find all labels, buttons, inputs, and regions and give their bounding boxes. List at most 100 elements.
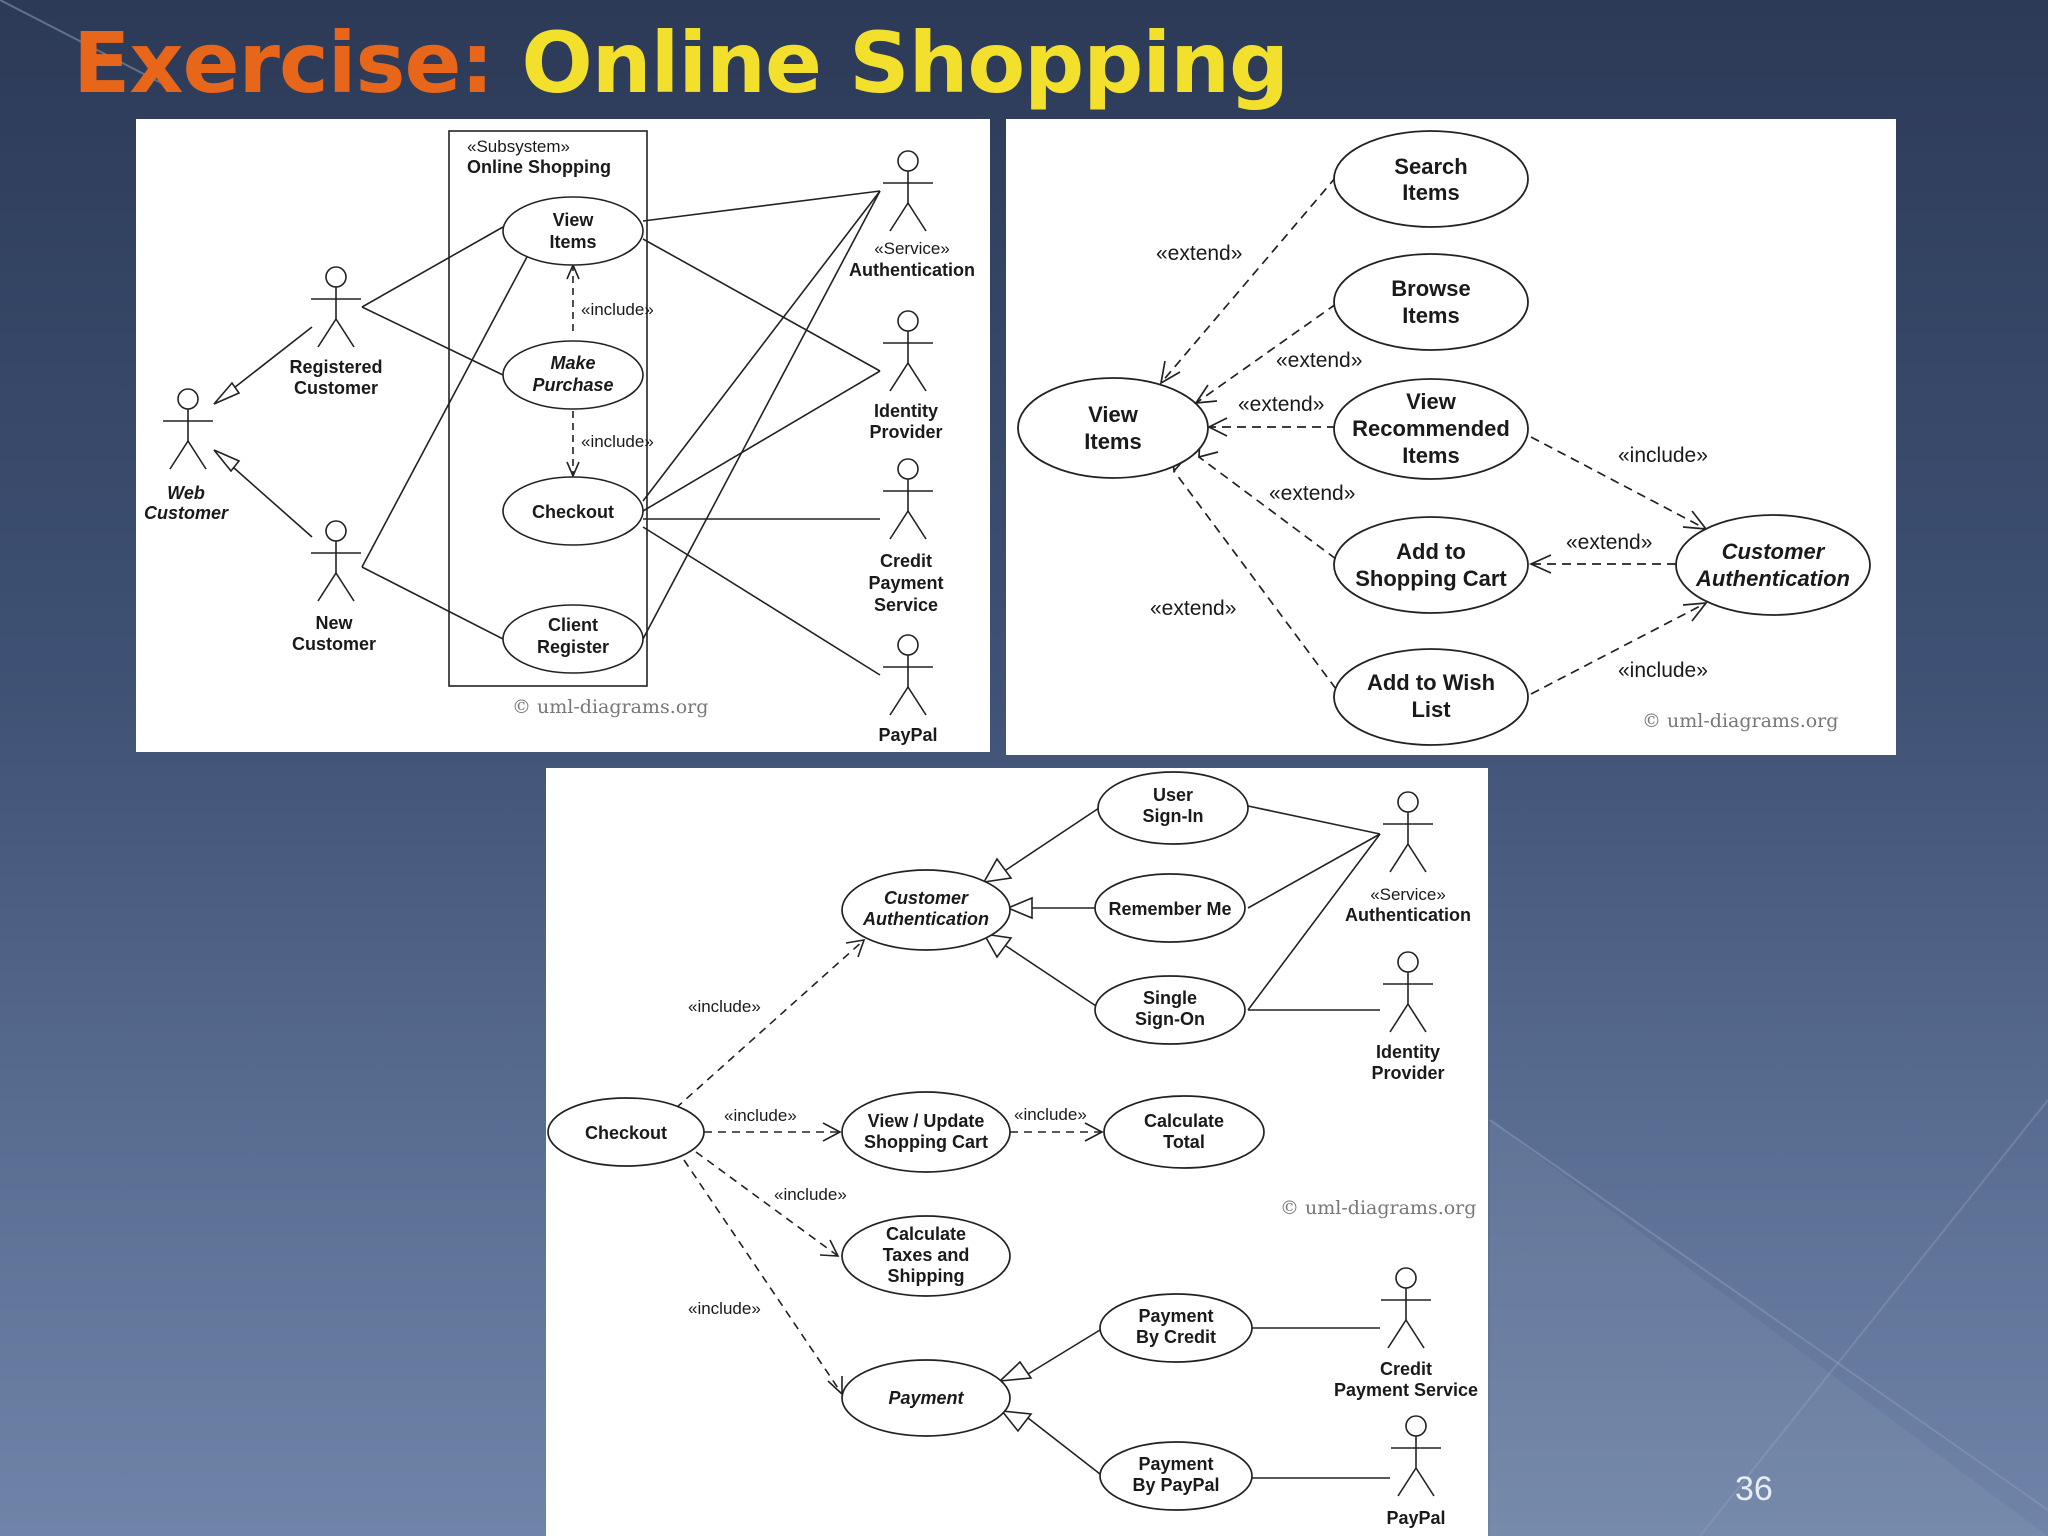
uc-label: Items (1402, 303, 1459, 328)
uc-label: By PayPal (1132, 1475, 1219, 1495)
uc-view-recommended-items (1333, 378, 1529, 480)
extend-label: «extend» (1276, 349, 1362, 372)
uc-label: Customer (884, 888, 969, 908)
actor-identity-provider (883, 310, 933, 392)
uc-label: Sign-In (1143, 806, 1204, 826)
uc-label: Items (1402, 443, 1459, 468)
actor-label: Customer (144, 503, 229, 523)
uc-label: Checkout (585, 1123, 667, 1143)
gen-signin-auth (1005, 807, 1100, 871)
title-online-shopping: Online Shopping (521, 14, 1289, 112)
uc-label: Authentication (1695, 566, 1850, 591)
extend-search-view (1160, 176, 1337, 384)
assoc-reg-make (361, 306, 504, 376)
include-wish-auth (1530, 602, 1707, 695)
actor-label: Authentication (1345, 905, 1471, 925)
actor-label: Credit (1380, 1359, 1432, 1379)
uc-label: Payment (1138, 1306, 1213, 1326)
arrowhead (1159, 360, 1181, 385)
gen-triangle (982, 932, 1013, 959)
extend-wish-view (1173, 470, 1337, 690)
actor-label: Registered (289, 357, 382, 377)
arrowhead (819, 1239, 840, 1257)
uc-payment-by-paypal (1099, 1441, 1253, 1511)
uc-label: Authentication (862, 909, 989, 929)
actor-credit-payment-service (1381, 1267, 1431, 1349)
uc-client-register (502, 604, 644, 674)
actor-authentication (1383, 791, 1433, 873)
uc-label: Register (537, 637, 609, 657)
gen-sso-auth (1005, 945, 1100, 1009)
gen-triangle (997, 1360, 1033, 1383)
include-label: «include» (581, 432, 654, 451)
actor-label: Identity (1376, 1042, 1440, 1062)
page-number: 36 (1735, 1470, 1773, 1508)
arrowhead (1682, 510, 1708, 531)
arrowhead (845, 938, 866, 958)
actor-label: Service (874, 595, 938, 615)
assoc-signin-auth (1247, 805, 1381, 835)
arrowhead (1207, 417, 1228, 437)
actor-identity-provider (1383, 951, 1433, 1033)
include-label: «include» (724, 1106, 797, 1125)
actor-label: Provider (1371, 1063, 1444, 1083)
uc-label: Payment (888, 1388, 964, 1408)
extend-label: «extend» (1238, 393, 1324, 416)
extend-label: «extend» (1566, 531, 1652, 554)
uc-label: Items (1402, 180, 1459, 205)
include-label: «include» (1618, 444, 1708, 467)
uc-add-to-wish-list (1333, 648, 1529, 746)
extend-label: «extend» (1156, 242, 1242, 265)
uc-label: Shopping Cart (1355, 566, 1507, 591)
uc-label: Single (1143, 988, 1197, 1008)
page-title: Exercise: Online Shopping (73, 14, 1289, 112)
uc-label: Search (1394, 154, 1467, 179)
gen-triangle (213, 381, 241, 405)
uc-label: Remember Me (1108, 899, 1231, 919)
copyright: © uml-diagrams.org (1280, 1197, 1476, 1219)
extend-label: «extend» (1269, 482, 1355, 505)
actor-label: Web (167, 483, 205, 503)
title-exercise: Exercise: (73, 14, 494, 112)
actor-label: Payment Service (1334, 1380, 1478, 1400)
assoc-client-auth (642, 190, 881, 640)
actor-label: «Service» (1370, 885, 1446, 904)
uc-remember-me (1094, 873, 1246, 943)
diagram-view-items: Search Items Browse Items View Items Vie… (1006, 119, 1896, 755)
uc-label: Customer (1722, 539, 1826, 564)
uc-label: Shopping Cart (864, 1132, 988, 1152)
include-label: «include» (688, 997, 761, 1016)
gen-triangle (213, 449, 241, 473)
uc-add-to-shopping-cart (1333, 516, 1529, 614)
include-label: «include» (688, 1299, 761, 1318)
uc-label: By Credit (1136, 1327, 1216, 1347)
gen-paypaypal-payment (1027, 1417, 1101, 1475)
actor-authentication (883, 150, 933, 232)
assoc-reg-view (361, 226, 504, 308)
uc-search-items (1333, 130, 1529, 228)
assoc-checkout-paypal (642, 526, 881, 676)
actor-label: New (315, 613, 353, 633)
uc-checkout (547, 1097, 705, 1167)
uc-user-sign-in (1097, 771, 1249, 845)
uc-calculate-total (1103, 1095, 1265, 1169)
subsystem-stereotype: «Subsystem» (467, 137, 570, 156)
uc-customer-authentication (1675, 514, 1871, 616)
actor-registered-customer (311, 266, 361, 348)
actor-new-customer (311, 520, 361, 602)
uc-browse-items (1333, 253, 1529, 351)
arrowhead (1084, 1122, 1104, 1142)
actor-label: PayPal (878, 725, 937, 745)
actor-paypal (883, 634, 933, 716)
include-label: «include» (1618, 659, 1708, 682)
actor-label: Provider (869, 422, 942, 442)
uc-label: Items (549, 232, 596, 252)
actor-web-customer (163, 388, 213, 470)
assoc-view-auth (642, 190, 881, 222)
uc-customer-authentication (841, 869, 1011, 951)
assoc-new-client (361, 566, 504, 640)
uc-label: Calculate (1144, 1111, 1224, 1131)
include-checkout-payment (683, 1159, 843, 1395)
gen-paycredit-payment (1027, 1329, 1101, 1375)
